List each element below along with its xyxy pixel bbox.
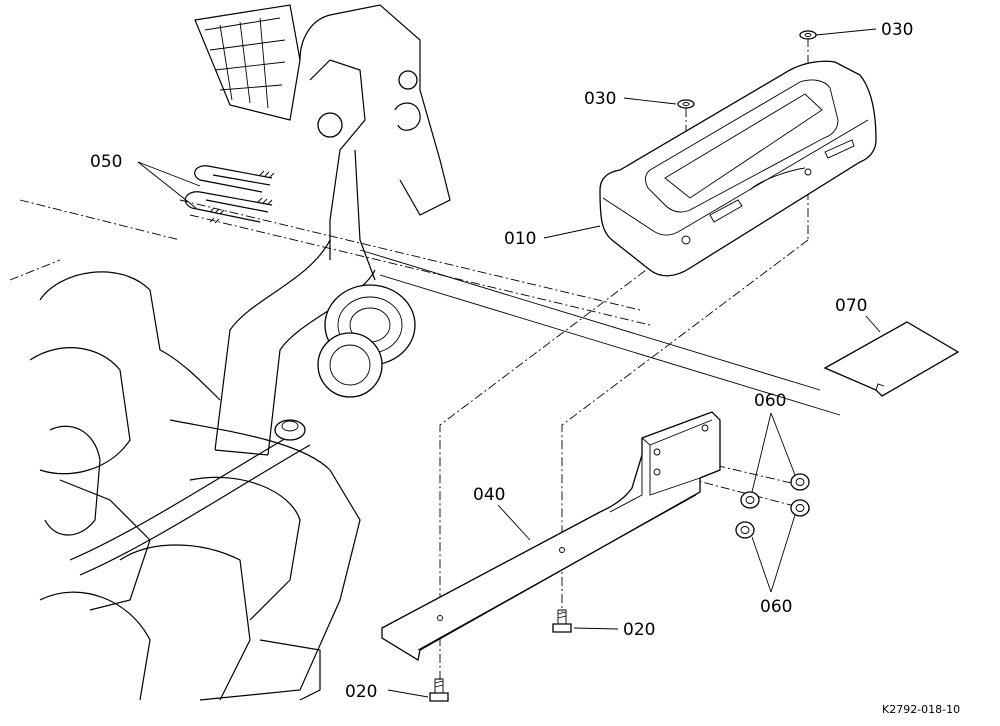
drawing-number: K2792-018-10 [882, 703, 960, 716]
washer-030-right [799, 30, 817, 40]
callout-050: 050 [90, 152, 122, 172]
callout-070: 070 [835, 296, 867, 316]
callout-010: 010 [504, 229, 536, 249]
nut-060-4 [735, 521, 755, 539]
callout-labels: 030 030 010 050 070 060 040 060 020 020 … [90, 20, 960, 716]
callout-030-right: 030 [881, 20, 913, 40]
leader-lines [137, 28, 881, 698]
callout-030-left: 030 [584, 89, 616, 109]
u-bolt-050 [184, 165, 275, 224]
callout-040: 040 [473, 485, 505, 505]
weight-010 [599, 60, 877, 277]
washer-030-left [677, 99, 695, 109]
callout-020-upper: 020 [623, 620, 655, 640]
callout-020-lower: 020 [345, 682, 377, 702]
bolt-020-upper [552, 609, 572, 633]
bracket-040 [381, 411, 721, 662]
callout-060-upper: 060 [754, 391, 786, 411]
bolt-020-lower [429, 678, 449, 702]
machine-body-background [9, 4, 451, 701]
callout-060-lower: 060 [760, 597, 792, 617]
decal-070 [823, 321, 960, 397]
nut-060-2 [740, 491, 760, 509]
nut-060-1 [790, 473, 810, 491]
nut-060-3 [790, 499, 810, 517]
